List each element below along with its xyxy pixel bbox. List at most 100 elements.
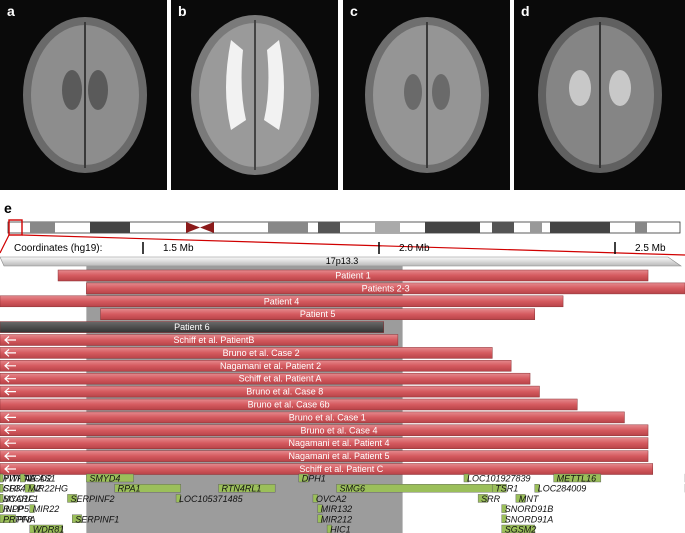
deletion-bar <box>0 385 540 398</box>
gene-box <box>326 524 332 533</box>
deletion-bar <box>0 360 512 372</box>
brain-scan-d <box>538 17 662 173</box>
left-arrow-icon <box>4 387 16 396</box>
gene-box <box>0 504 4 513</box>
gene-box <box>29 504 35 513</box>
gene-box <box>492 484 507 493</box>
mri-panel-d: d <box>514 0 685 190</box>
gene-box <box>0 484 4 493</box>
left-arrow-icon <box>4 361 16 370</box>
gene-label: TSR1 <box>495 484 518 494</box>
axis-tick-label: 2.0 Mb <box>399 243 430 254</box>
deletion-bar <box>0 295 564 308</box>
axis-tick-label: 2.5 Mb <box>635 243 666 254</box>
deletion-bar <box>0 411 625 424</box>
mri-panel-a: a <box>0 0 167 190</box>
gene-box <box>0 514 16 523</box>
gene-label: SERPINF2 <box>70 494 114 504</box>
brain-scan-b <box>191 15 319 175</box>
panel-label-a: a <box>7 3 15 19</box>
gene-box <box>534 484 540 493</box>
gene-label: LOC105371485 <box>179 494 244 504</box>
patient-label: Nagamani et al. Patient 2 <box>220 361 321 371</box>
left-arrow-icon <box>4 465 16 473</box>
deletion-bar <box>0 463 654 475</box>
deletion-bar <box>0 321 384 333</box>
patient-label: Schiff et al. Patient A <box>239 374 322 384</box>
gene-label: OVCA2 <box>316 494 347 504</box>
patient-label: Bruno et al. Case 4 <box>300 425 377 435</box>
panel-label-e: e <box>4 200 12 216</box>
patient-label: Patient 4 <box>264 296 300 306</box>
deletion-bar <box>0 437 649 449</box>
gene-box <box>218 484 276 493</box>
gene-box <box>0 494 4 503</box>
patient-label: Bruno et al. Case 8 <box>246 387 323 397</box>
gene-label: SLC43A2 <box>3 484 42 494</box>
gene-box <box>71 514 82 523</box>
gene-label: TLCD2 <box>23 474 52 484</box>
patient-label: Nagamani et al. Patient 5 <box>288 451 389 461</box>
chromosome-ideogram <box>7 219 681 236</box>
gene-label: HIC1 <box>330 525 351 533</box>
patient-label: Schiff et al. Patient C <box>299 464 383 474</box>
gene-label: SGSM2 <box>505 525 537 533</box>
gene-box <box>477 494 488 503</box>
gene-label: MYO1C <box>3 494 36 504</box>
panel-label-d: d <box>521 3 530 19</box>
deletion-bar <box>0 347 493 359</box>
brain-scan-a <box>23 17 147 173</box>
mri-panel-b: b <box>171 0 338 190</box>
gene-box <box>317 514 323 523</box>
gene-label: INPP5K <box>3 504 36 514</box>
patient-label: Patients 2-3 <box>362 283 410 293</box>
band-bar: 17p13.3 <box>0 256 682 267</box>
patient-label: Patient 1 <box>335 271 371 281</box>
gene-label: PRPF8 <box>3 514 32 524</box>
mri-panel-c: c <box>343 0 510 190</box>
left-arrow-icon <box>4 348 16 357</box>
left-arrow-icon <box>4 336 16 344</box>
brain-scan-c <box>365 17 489 173</box>
gene-label: RTN4RL1 <box>222 484 262 494</box>
gene-label: DPH1 <box>302 474 326 484</box>
gene-label: CRK <box>3 484 23 494</box>
gene-box <box>501 524 535 533</box>
gene-label: SNORD91A <box>505 514 554 524</box>
gene-label: RPA1 <box>118 484 141 494</box>
gene-box <box>24 484 35 493</box>
deletion-bar <box>57 269 649 282</box>
gene-label: MIR132 <box>321 504 353 514</box>
gene-box <box>317 504 323 513</box>
deletion-bar <box>0 334 399 346</box>
gene-label: SRR <box>481 494 501 504</box>
gene-label: SCARF1 <box>3 494 39 504</box>
patient-label: Patient 5 <box>300 309 336 319</box>
gene-box <box>29 524 63 533</box>
gene-label: PITPNA-AS1 <box>3 474 56 484</box>
gene-box <box>67 494 78 503</box>
gene-box <box>501 504 507 513</box>
left-arrow-icon <box>4 452 16 461</box>
gene-label: MIR22HG <box>28 484 68 494</box>
gene-label: WDR81 <box>33 525 65 533</box>
gene-label: SMYD4 <box>89 474 120 484</box>
gene-label: LOC101927839 <box>467 474 531 484</box>
left-arrow-icon <box>4 426 16 435</box>
gene-label: MIR212 <box>321 514 353 524</box>
gene-label: METTL16 <box>557 474 597 484</box>
gene-label: SERPINF1 <box>75 514 119 524</box>
patient-label: Nagamani et al. Patient 4 <box>288 438 389 448</box>
gene-label: PITPNA <box>3 514 36 524</box>
gene-label: RILP <box>3 504 23 514</box>
gene-label: YWHAE <box>3 474 37 484</box>
gene-label: SMG6 <box>340 484 366 494</box>
gene-box <box>175 494 181 503</box>
deletion-bar <box>0 398 578 411</box>
left-arrow-icon <box>4 439 16 448</box>
deletion-bar <box>0 372 531 385</box>
gene-box <box>501 514 507 523</box>
